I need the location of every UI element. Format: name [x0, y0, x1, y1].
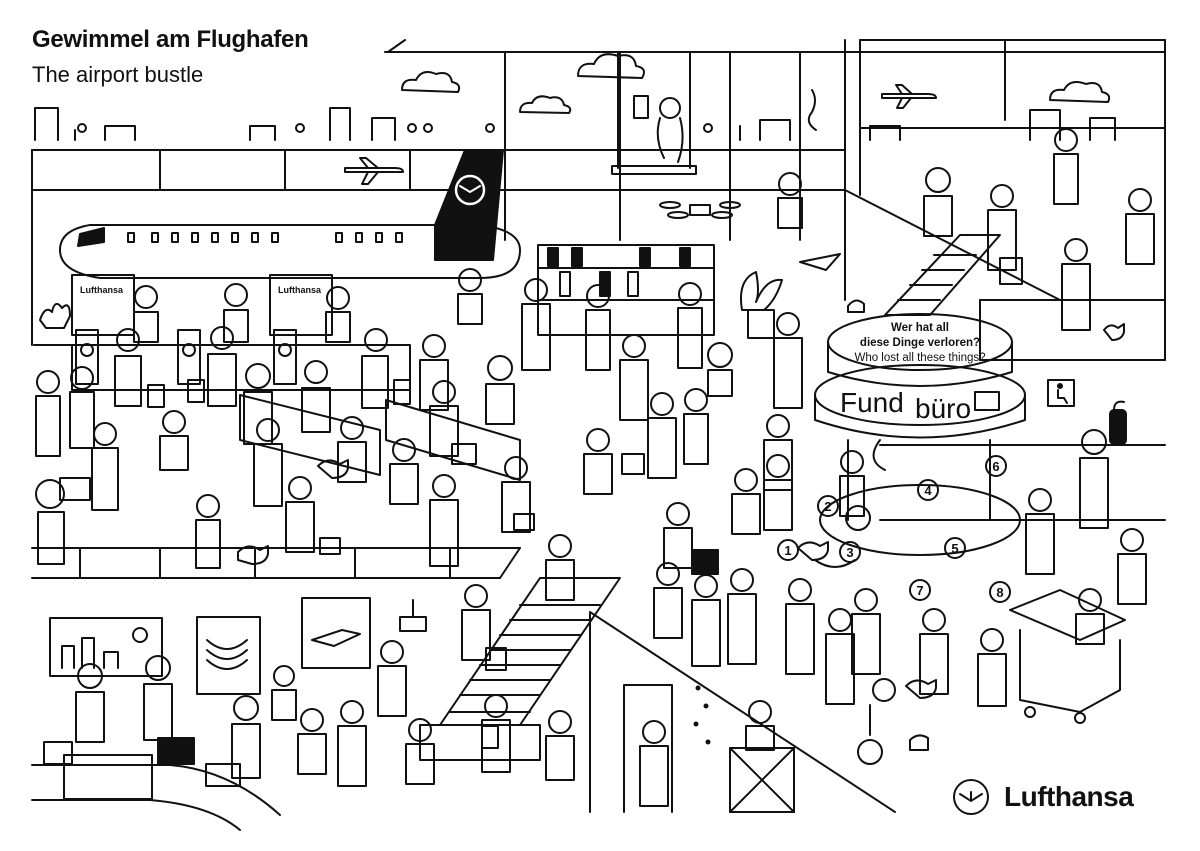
- security-camera-icon: [399, 599, 427, 632]
- lost-found-question-de-2: diese Dinge verloren?: [860, 337, 980, 349]
- item-number-5: 5: [951, 541, 958, 556]
- skyline-trees: [77, 123, 713, 133]
- exit-door: [623, 684, 673, 813]
- lost-found-question-en: Who lost all these things?: [854, 352, 985, 364]
- football-icon: [845, 505, 871, 531]
- scaffold-tower: [729, 747, 795, 813]
- terminal-window-frame: [31, 39, 1166, 361]
- crane-logo-icon: [953, 779, 989, 815]
- sky-plane-icon: [881, 84, 937, 109]
- brand-name: Lufthansa: [1004, 781, 1134, 812]
- luggage-conveyor: [239, 394, 521, 481]
- lost-found-booth: [814, 313, 1026, 556]
- lost-found-sign-1: Fund: [840, 387, 904, 418]
- item-number-7: 7: [916, 583, 923, 598]
- poster-airplane: [301, 597, 371, 669]
- floor-lines: [31, 299, 1166, 813]
- item-number-6: 6: [992, 459, 999, 474]
- food-cart: [1009, 589, 1126, 724]
- animals: [237, 89, 1125, 751]
- numbered-items: [777, 455, 1011, 603]
- paper-plane-icon: [799, 253, 841, 271]
- paw-prints: [693, 685, 711, 745]
- wheelchair-sign-icon: [1047, 379, 1075, 407]
- poster-city: [49, 617, 163, 677]
- lost-found-sign-2: büro: [915, 393, 971, 424]
- fire-extinguisher-icon: [1109, 400, 1127, 445]
- sky-plane-icon: [344, 157, 404, 185]
- item-number-3: 3: [846, 545, 853, 560]
- airplane-windows: [127, 232, 403, 243]
- item-number-1: 1: [784, 543, 791, 558]
- potted-plant-icon: [39, 271, 783, 339]
- item-number-4: 4: [924, 483, 932, 498]
- lost-found-question-de-1: Wer hat all: [891, 322, 949, 334]
- page-title-de: Gewimmel am Flughafen: [32, 26, 309, 53]
- item-number-8: 8: [996, 585, 1003, 600]
- page-title-en: The airport bustle: [32, 62, 204, 87]
- city-skyline: [34, 107, 1116, 141]
- clouds: [401, 53, 1111, 114]
- title-block: Gewimmel am Flughafen The airport bustle: [32, 26, 309, 88]
- window-cleaner-swing: [611, 51, 697, 175]
- baggage-carousel: [31, 754, 281, 831]
- counter-sign-1: Lufthansa: [80, 285, 124, 295]
- drone-icon: [659, 201, 741, 219]
- item-number-2: 2: [824, 499, 831, 514]
- counter-sign-2: Lufthansa: [278, 285, 322, 295]
- suitcases: [43, 257, 1023, 787]
- lufthansa-airplane: [59, 149, 521, 279]
- bookshelf: [537, 244, 715, 336]
- poster-bananas: [196, 616, 261, 695]
- people: [35, 128, 1155, 807]
- crane-logo-icon: [454, 174, 486, 206]
- banana-icon: [814, 559, 856, 568]
- brand-lockup: Lufthansa: [952, 778, 1134, 816]
